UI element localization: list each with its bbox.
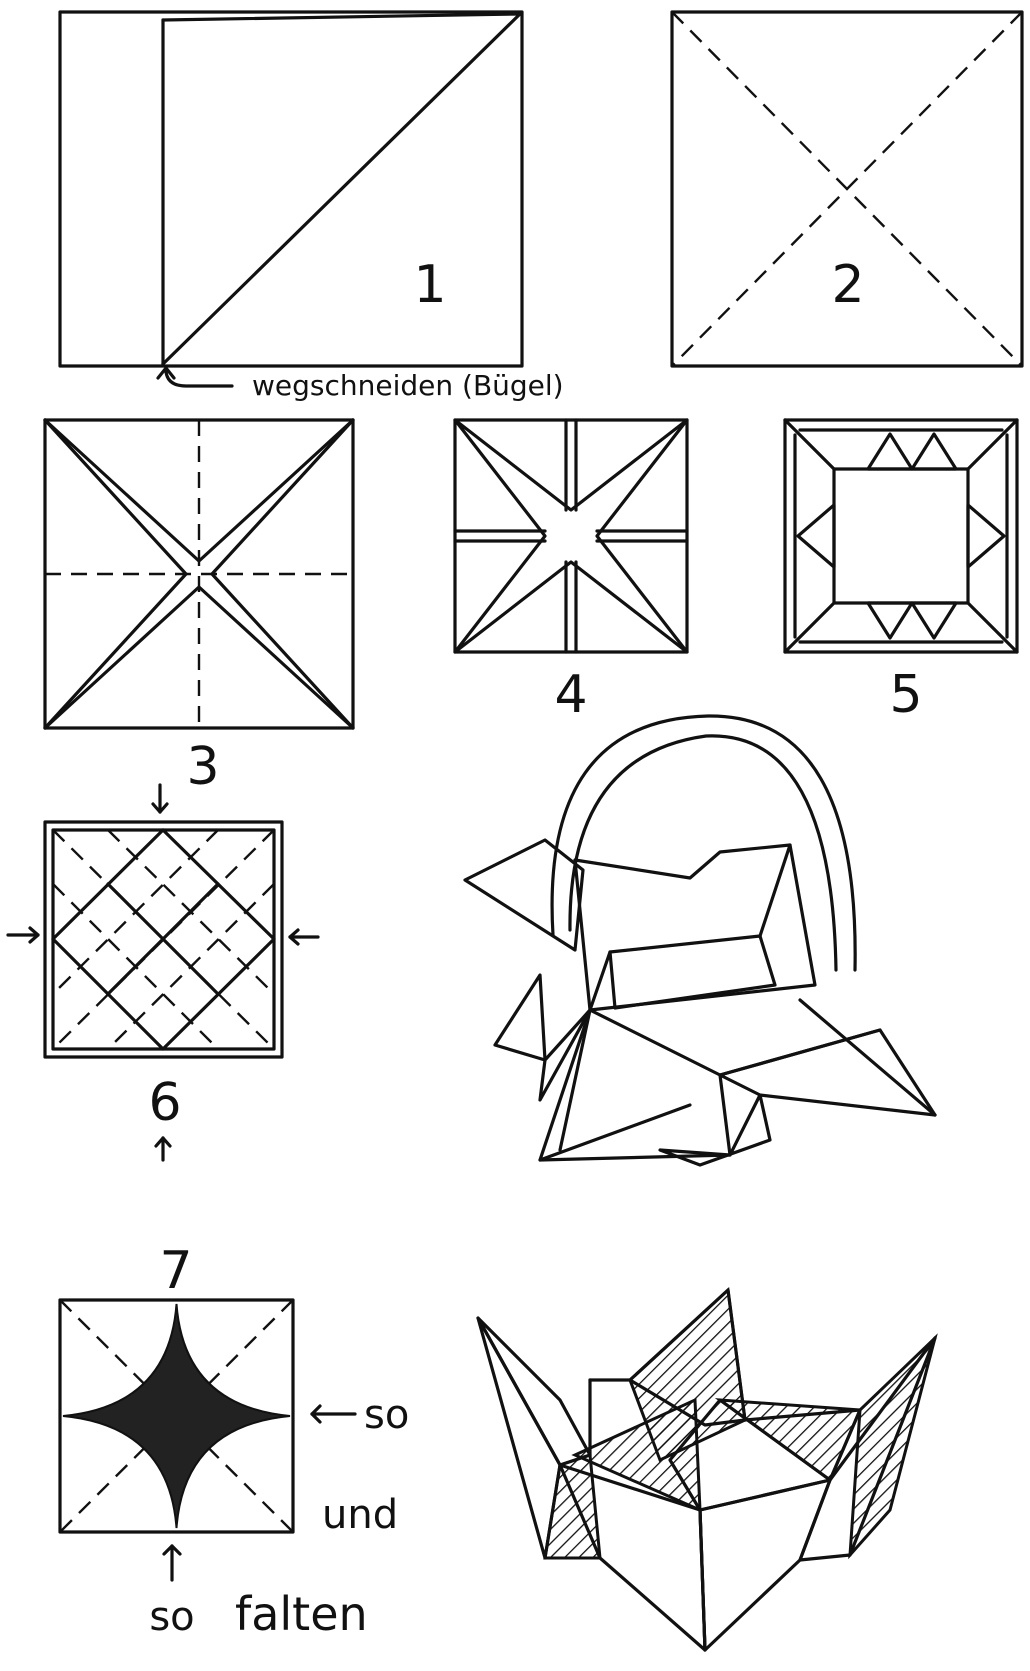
so-side-label: so — [364, 1392, 409, 1438]
finished-crown-drawing — [478, 1290, 935, 1650]
step-5-number: 5 — [889, 665, 922, 725]
step-6-diagram: 6 — [8, 785, 318, 1160]
step-2-number: 2 — [831, 255, 864, 315]
push-arrow-bottom-icon — [156, 1138, 170, 1160]
step-1-number: 1 — [413, 255, 446, 315]
step-4-number: 4 — [554, 665, 587, 725]
push-arrow-left-icon — [8, 928, 38, 942]
cut-note-label: wegschneiden (Bügel) — [252, 369, 564, 402]
step-4-paper — [455, 420, 687, 652]
und-label: und — [322, 1492, 398, 1538]
step-3-number: 3 — [186, 737, 219, 797]
fold-arrow-bottom-icon — [164, 1546, 180, 1580]
cut-note: wegschneiden (Bügel) — [158, 368, 564, 402]
step-4-diagram: 4 — [455, 420, 687, 725]
step-7-diagram: 7 so und so falten — [60, 1241, 409, 1641]
basket-handle — [552, 716, 855, 970]
finished-basket-drawing — [465, 716, 935, 1165]
step-3-diagram: 3 — [45, 420, 353, 797]
step-1-diagram: 1 — [60, 12, 522, 366]
step-6-number: 6 — [148, 1073, 181, 1133]
so-bottom-label: so — [149, 1594, 194, 1640]
step-1-paper — [60, 12, 522, 366]
push-arrow-right-icon — [290, 930, 318, 944]
step-2-diagram: 2 — [672, 12, 1022, 366]
push-arrow-top-icon — [153, 785, 167, 812]
step-5-diagram: 5 — [785, 420, 1017, 725]
step-7-number: 7 — [159, 1241, 192, 1301]
cut-arrow-icon — [166, 372, 232, 386]
fold-arrow-side-icon — [312, 1406, 355, 1422]
falten-label: falten — [235, 1587, 368, 1641]
